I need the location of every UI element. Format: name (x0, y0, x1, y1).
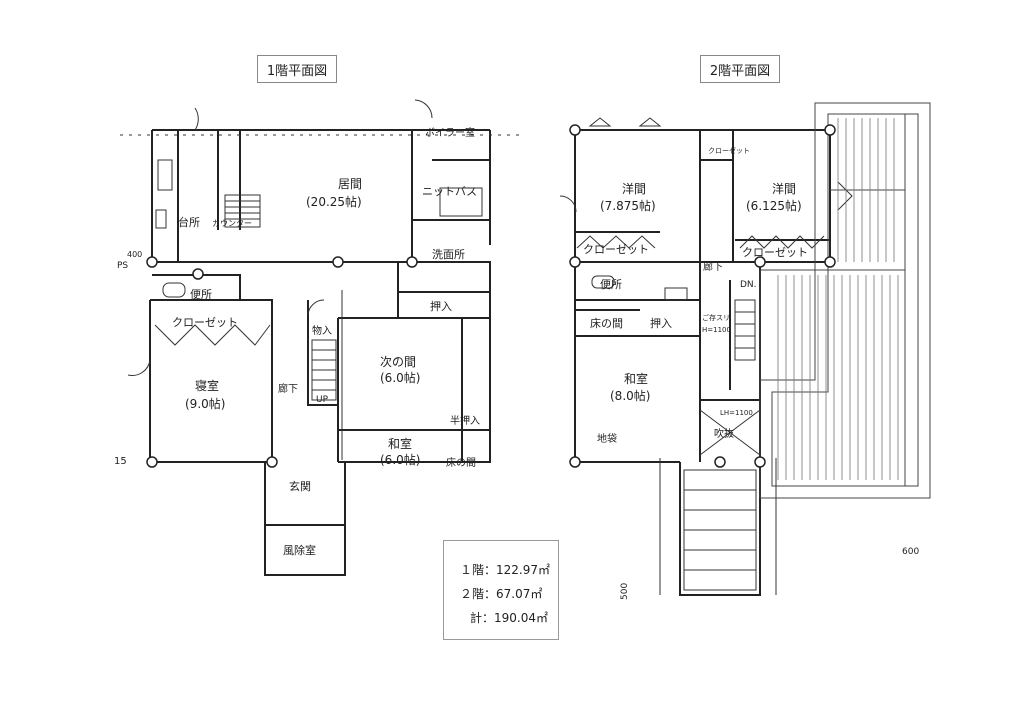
kitchen-label: 台所 (178, 215, 200, 229)
floor2-title: 2階平面図 (700, 55, 780, 83)
washitsu-label: 和室 (388, 436, 412, 451)
genkan-label: 玄関 (289, 479, 311, 493)
washroom-label: 洗面所 (432, 248, 465, 261)
fukinuke-label: 吹抜 (714, 427, 734, 440)
closet-b-label: クローゼット (742, 246, 808, 259)
floor2-columns (569, 124, 836, 468)
washitsu2-label: 和室 (624, 371, 648, 386)
half-oshiire-label: 半押入 (450, 414, 480, 427)
closet-a-label: クローゼット (583, 243, 649, 256)
fuujoshitsu-label: 風除室 (283, 543, 316, 557)
bedroom-size: (9.0帖) (185, 396, 225, 411)
washitsu2-size: (8.0帖) (610, 388, 650, 403)
dim-600-label: 600 (902, 547, 919, 557)
note-line1: ご存スリ (702, 313, 730, 322)
ps-label: PS (117, 261, 128, 271)
washitsu-size: (6.0帖) (380, 452, 420, 467)
balcony-deck-lines (777, 118, 899, 480)
up-label: UP (316, 395, 329, 405)
area-total: 計：190.04㎡ (470, 611, 548, 625)
dim-15-label: 15 (114, 456, 127, 467)
oshiire-label: 押入 (430, 299, 452, 313)
floor1-walls (149, 129, 491, 576)
area-summary-box: １階：122.97㎡ ２階：67.07㎡ 計：190.04㎡ (443, 540, 559, 640)
tsuginoma-size: (6.0帖) (380, 370, 420, 385)
western1-size: (7.875帖) (600, 198, 656, 213)
dim-500-label: 500 (620, 583, 630, 600)
floor1-title: 1階平面図 (257, 55, 337, 83)
western2-label: 洋間 (772, 181, 796, 196)
living-size: (20.25帖) (306, 194, 362, 209)
area-floor2: ２階：67.07㎡ (460, 587, 543, 601)
western2-size: (6.125帖) (746, 198, 802, 213)
western1-label: 洋間 (622, 181, 646, 196)
living-label: 居間 (338, 177, 362, 191)
floor2-labels: 洋間 (7.875帖) 洋間 (6.125帖) クローゼット クローゼット クロ… (583, 146, 919, 600)
floor2-balcony (759, 102, 931, 499)
dim-400-label: 400 (127, 250, 142, 259)
toilet2-label: 便所 (600, 278, 622, 291)
counter-label: カウンター (212, 219, 252, 228)
floor1-columns (146, 256, 418, 468)
floor1-details (120, 99, 520, 460)
area-floor1: １階：122.97㎡ (460, 563, 550, 577)
unit-bath-label: ニットバス (422, 185, 477, 198)
note-line2: H=1100 (702, 326, 731, 334)
oshiire2-label: 押入 (650, 316, 672, 330)
hall2-label: 廊下 (703, 260, 723, 273)
closet-label: クローゼット (172, 316, 238, 329)
floor2-details (559, 117, 853, 595)
toilet-label: 便所 (190, 288, 212, 301)
closet-small-label: クローゼット (708, 146, 750, 155)
hall-label: 廊下 (278, 382, 298, 395)
storage-label: 物入 (312, 324, 332, 337)
jibukuro-label: 地袋 (597, 432, 617, 445)
boiler-label: ボイラー室 (425, 126, 475, 139)
bedroom-label: 寝室 (195, 378, 219, 393)
floor1-labels: 居間 (20.25帖) 台所 カウンター ボイラー室 ニットバス 洗面所 便所 … (114, 126, 480, 557)
tokonoma-label: 床の間 (446, 456, 476, 469)
dn-label: DN. (740, 280, 757, 290)
tsuginoma-label: 次の間 (380, 355, 416, 369)
lh-note-label: LH=1100 (720, 409, 753, 417)
tokonoma2-label: 床の間 (590, 316, 623, 330)
